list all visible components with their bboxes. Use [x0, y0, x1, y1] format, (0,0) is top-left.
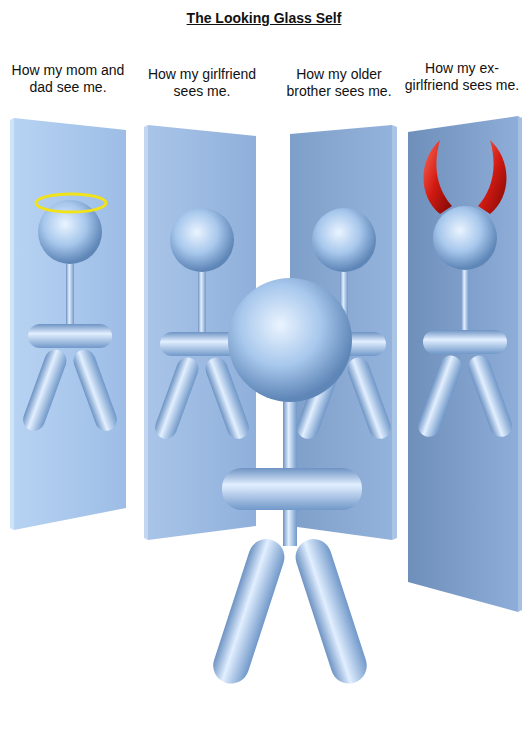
- mirror-panel-heading: How my ex-girlfriend sees me.: [400, 60, 524, 94]
- mirror-panel-heading: How my older brother sees me.: [276, 66, 402, 100]
- mirror-panel-heading: How my girlfriend sees me.: [140, 66, 264, 100]
- heading-text: How my older brother sees me.: [276, 66, 402, 100]
- heading-text: How my girlfriend sees me.: [140, 66, 264, 100]
- diagram-title: The Looking Glass Self: [0, 10, 528, 26]
- heading-text: How my ex-girlfriend sees me.: [400, 60, 524, 94]
- heading-text: How my mom and dad see me.: [4, 62, 132, 96]
- mirror-panel-heading: How my mom and dad see me.: [4, 62, 132, 96]
